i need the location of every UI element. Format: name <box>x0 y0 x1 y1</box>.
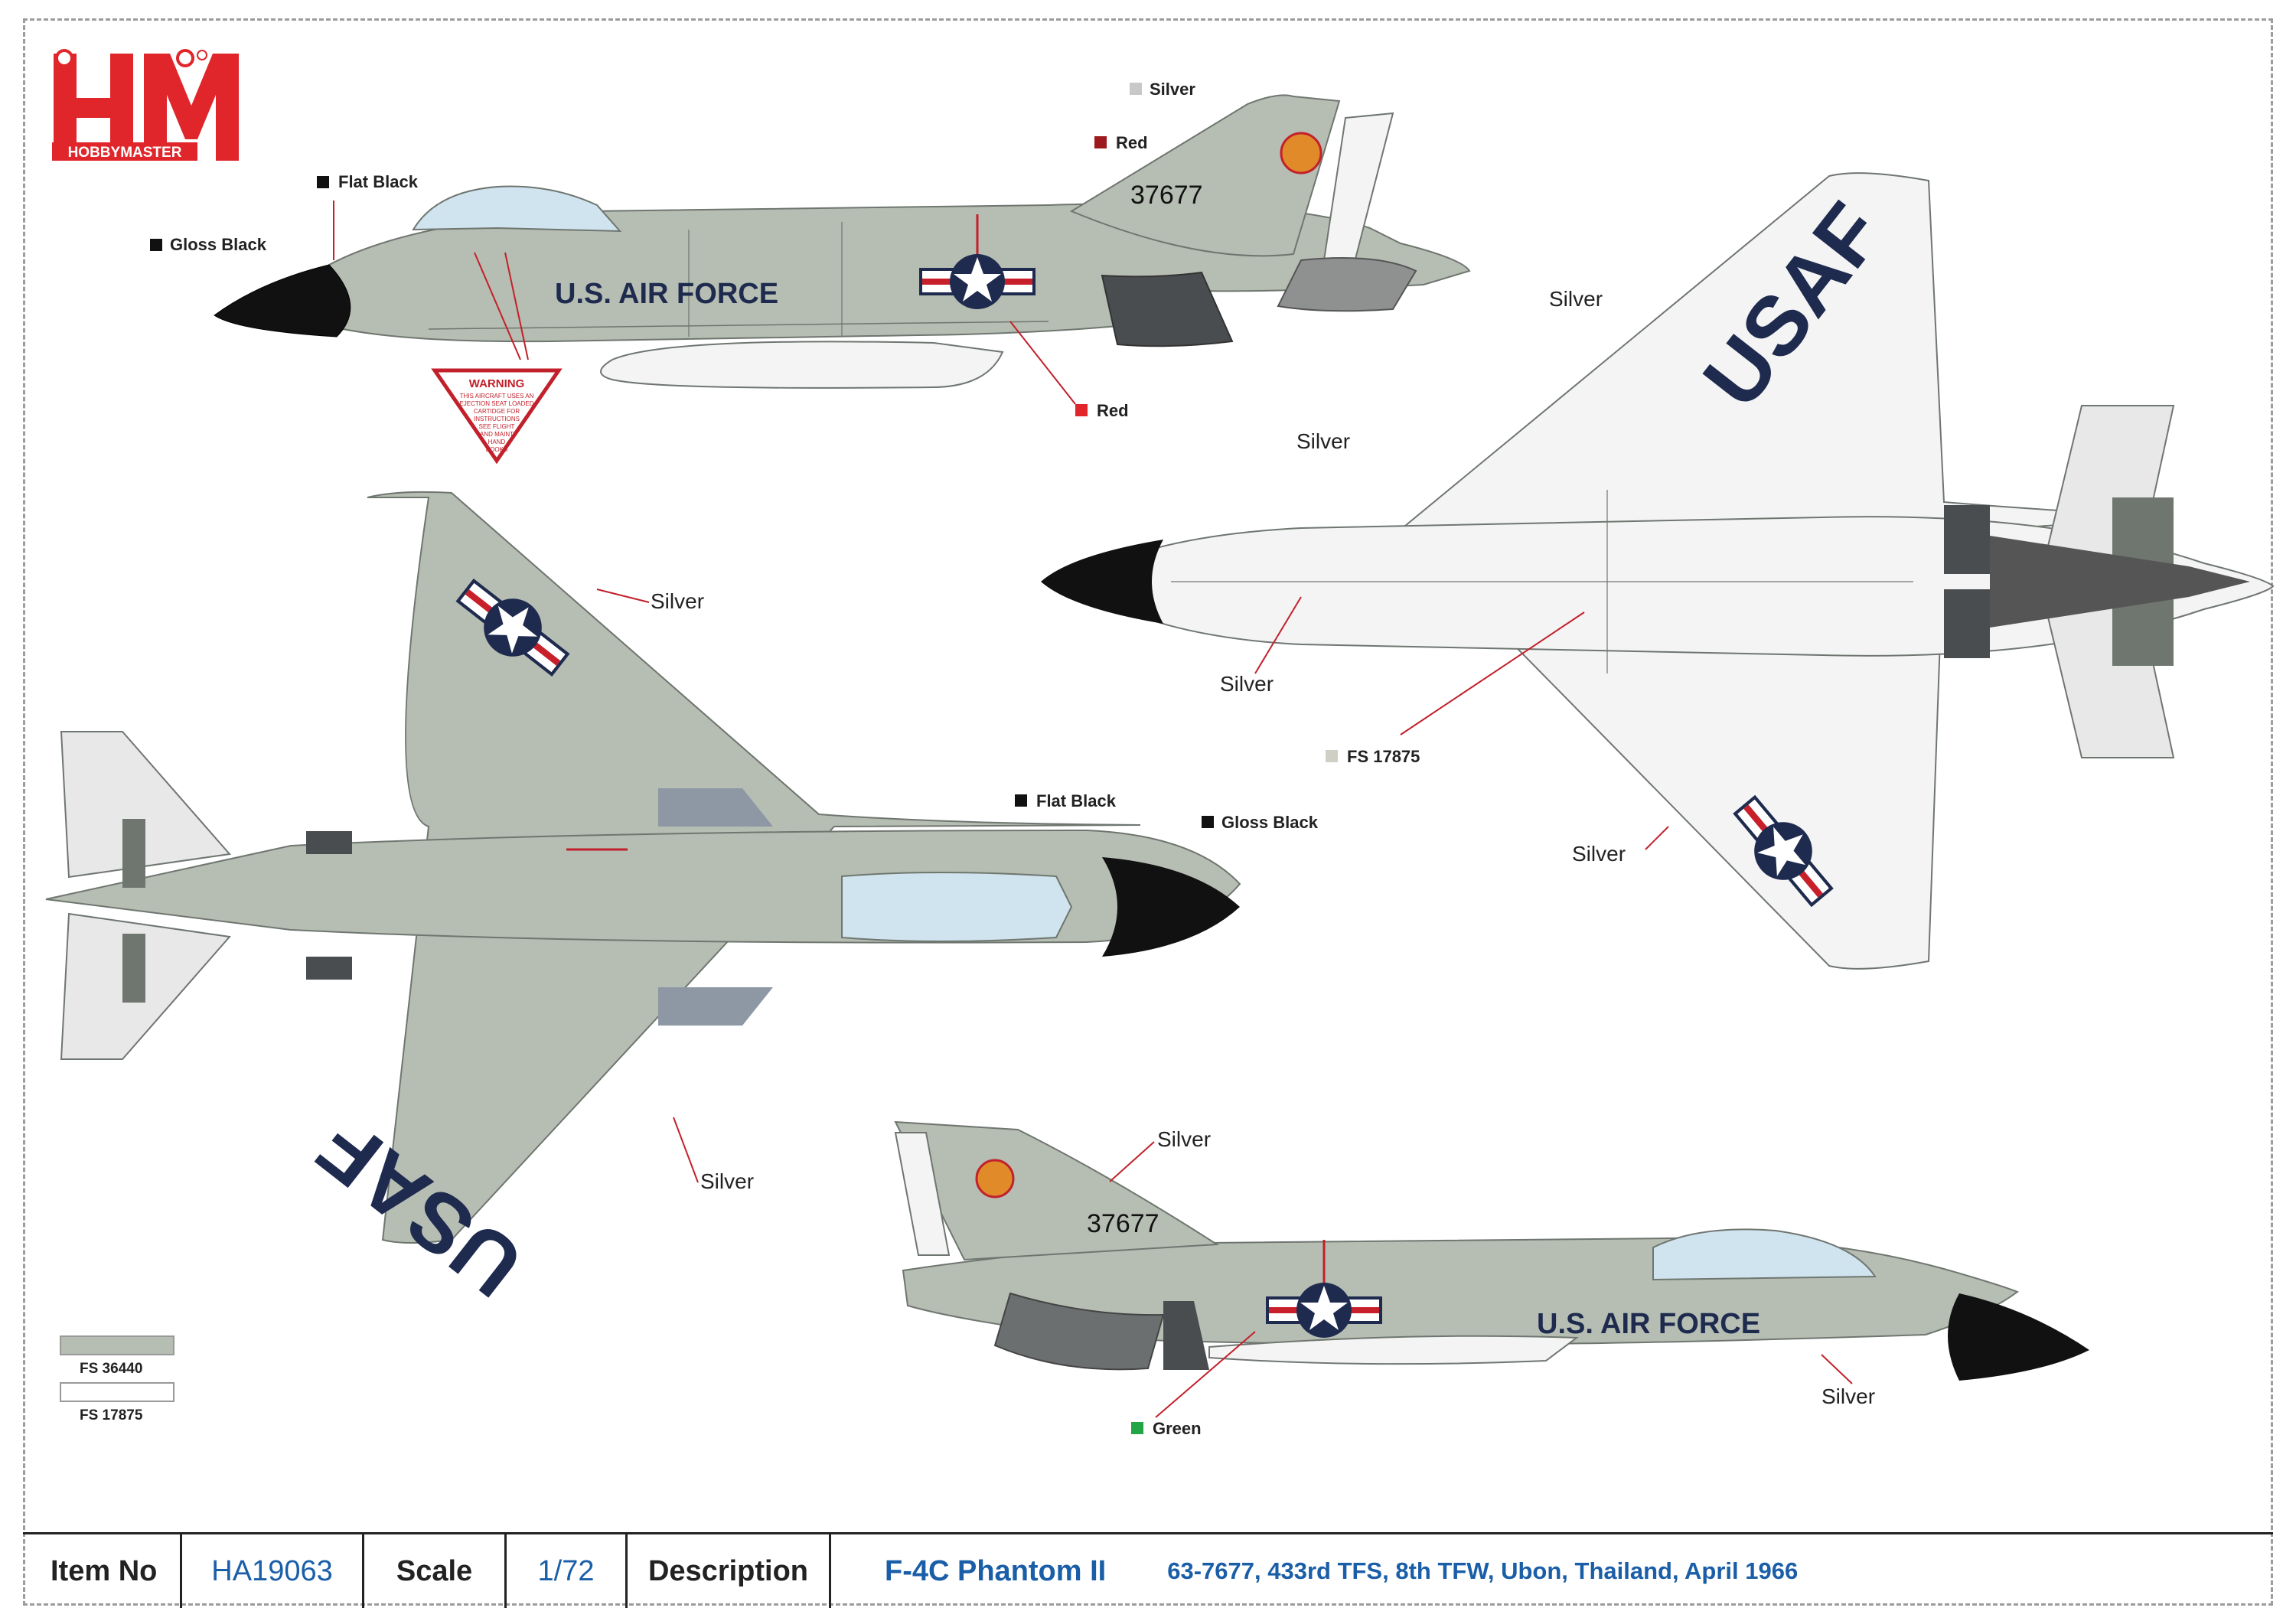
legend-swatch-fs17875 <box>60 1382 174 1402</box>
svg-text:THIS AIRCRAFT USES AN: THIS AIRCRAFT USES AN <box>460 393 534 399</box>
serial-marking-bottom: 37677 <box>1087 1209 1159 1238</box>
serial-marking-top: 37677 <box>1130 181 1203 210</box>
model-name: F-4C Phantom II <box>885 1554 1107 1587</box>
left-side-profile: U.S. AIR FORCE 37677 <box>214 94 1471 389</box>
callout-silver-top-wing: Silver <box>651 589 704 613</box>
svg-text:SEE FLIGHT: SEE FLIGHT <box>479 423 515 430</box>
callout-silver-bottom-fin: Silver <box>1157 1127 1211 1151</box>
air-force-marking-top: U.S. AIR FORCE <box>555 278 778 310</box>
warning-title: WARNING <box>469 377 525 390</box>
legend-swatch-fs36440 <box>60 1335 174 1355</box>
underside-plan-view: USAF <box>1041 172 2275 970</box>
svg-text:INSTRUCTIONS: INSTRUCTIONS <box>474 416 520 422</box>
svg-text:CARTIDGE FOR: CARTIDGE FOR <box>474 408 520 415</box>
logo-m <box>144 54 239 161</box>
svg-text:EJECTION SEAT LOADED: EJECTION SEAT LOADED <box>459 400 533 407</box>
callout-silver-bottom-nose: Silver <box>1821 1384 1875 1408</box>
callout-silver-bottom-wing: Silver <box>700 1169 754 1193</box>
svg-text:AND MAINT: AND MAINT <box>480 431 514 438</box>
callout-silver-fin: Silver <box>1150 80 1195 99</box>
sheet-frame <box>23 18 2273 1606</box>
callout-flat-black-top: Flat Black <box>338 172 419 191</box>
warning-placard: WARNING THIS AIRCRAFT USES AN EJECTION S… <box>431 252 563 465</box>
logo-name: HOBBYMASTER <box>68 145 182 161</box>
item-no-label: Item No <box>23 1534 182 1608</box>
callout-silver-underside-left: Silver <box>1296 429 1350 453</box>
callout-silver-underside-right: Silver <box>1572 842 1626 866</box>
aircraft-details: 63-7677, 433rd TFS, 8th TFW, Ubon, Thail… <box>1167 1557 1799 1584</box>
callout-gloss-black-top: Gloss Black <box>170 235 267 254</box>
callout-green: Green <box>1153 1419 1202 1438</box>
scale-value: 1/72 <box>507 1534 628 1608</box>
callout-silver-underside-top: Silver <box>1549 287 1603 311</box>
svg-text:HAND: HAND <box>488 439 506 445</box>
legend-label-fs17875: FS 17875 <box>80 1407 143 1423</box>
hobbymaster-logo: HOBBYMASTER <box>52 49 239 161</box>
callout-red-fin: Red <box>1116 133 1148 152</box>
callout-silver-underside-bottom: Silver <box>1220 672 1274 696</box>
callout-red-belly: Red <box>1097 401 1129 420</box>
callout-flat-black-plan: Flat Black <box>1036 791 1117 810</box>
item-no-value: HA19063 <box>182 1534 364 1608</box>
legend-label-fs36440: FS 36440 <box>80 1361 143 1377</box>
scale-label: Scale <box>364 1534 507 1608</box>
description-value: F-4C Phantom II 63-7677, 433rd TFS, 8th … <box>831 1555 1798 1588</box>
right-side-profile: U.S. AIR FORCE 37677 <box>894 1120 2089 1381</box>
callout-fs-17875: FS 17875 <box>1347 747 1420 766</box>
svg-text:BOOKS: BOOKS <box>486 446 507 453</box>
title-block: Item No HA19063 Scale 1/72 Description F… <box>23 1532 2273 1608</box>
description-label: Description <box>628 1534 831 1608</box>
air-force-marking-bottom: U.S. AIR FORCE <box>1537 1308 1760 1340</box>
logo-h <box>54 54 133 161</box>
callout-gloss-black-plan: Gloss Black <box>1221 813 1319 832</box>
